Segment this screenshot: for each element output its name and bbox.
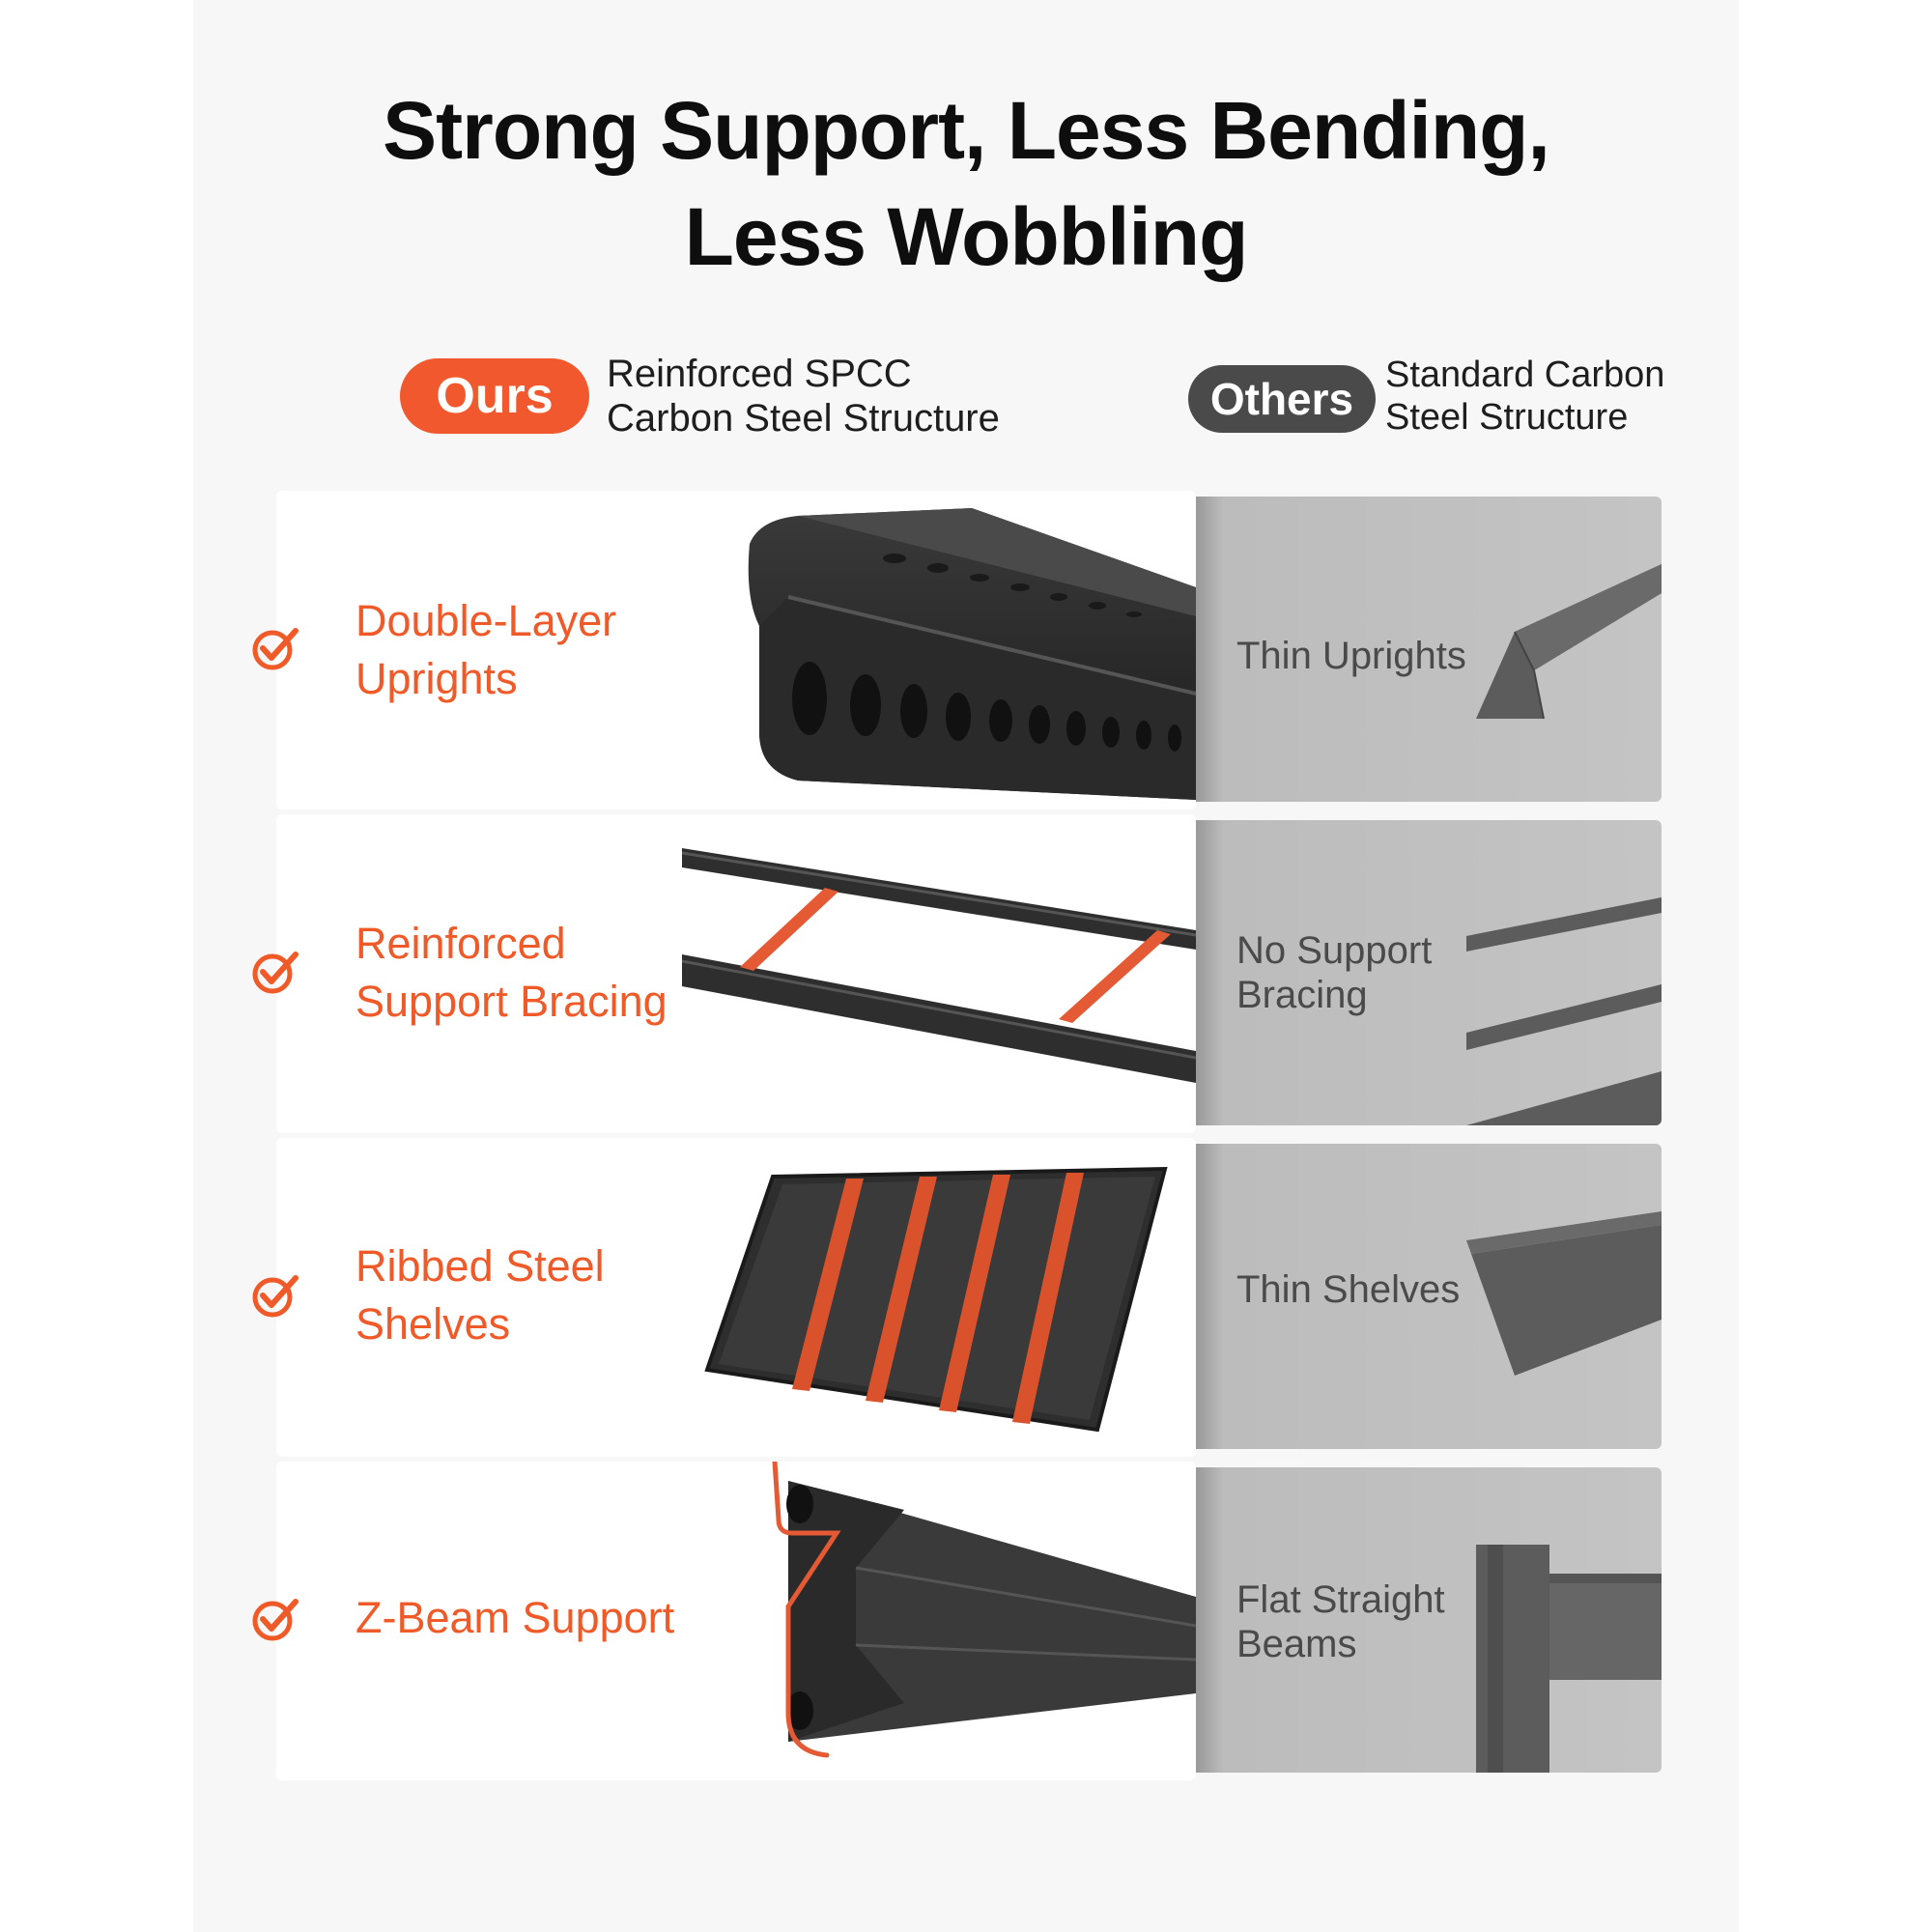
check-circle-icon — [252, 1275, 298, 1318]
z-beam-illustration — [772, 1462, 1196, 1758]
support-bracing-illustration — [682, 848, 1196, 1083]
others-line-1: Thin Shelves — [1236, 1268, 1461, 1311]
title-line-1: Strong Support, Less Bending, — [383, 85, 1550, 176]
feature-line-2: Support Bracing — [355, 977, 668, 1026]
comparison-row-bracing: Reinforced Support Bracing No Support Br… — [0, 814, 1932, 1133]
ours-card — [276, 814, 1196, 1133]
thin-upright-illustration — [1476, 564, 1662, 720]
comparison-row-uprights: Double-Layer Uprights Thin Uprights — [0, 491, 1932, 810]
others-label: No Support Bracing — [1236, 928, 1432, 1017]
feature-label: Reinforced Support Bracing — [355, 915, 668, 1031]
feature-label: Double-Layer Uprights — [355, 592, 616, 708]
others-line-2: Bracing — [1236, 974, 1368, 1016]
others-label: Flat Straight Beams — [1236, 1577, 1445, 1666]
others-badge: Others — [1188, 365, 1376, 433]
others-legend-line-2: Steel Structure — [1385, 397, 1629, 438]
check-circle-icon — [252, 1599, 298, 1641]
others-card — [1196, 1144, 1662, 1449]
check-circle-icon — [252, 628, 298, 670]
others-label: Thin Shelves — [1236, 1267, 1460, 1312]
ours-card — [276, 491, 1196, 810]
feature-label: Ribbed Steel Shelves — [355, 1237, 605, 1353]
others-line-1: No Support — [1236, 929, 1433, 972]
ours-legend-line-2: Carbon Steel Structure — [607, 397, 1000, 440]
page-title: Strong Support, Less Bending, Less Wobbl… — [0, 77, 1932, 290]
others-card — [1196, 497, 1662, 802]
double-layer-upright-illustration — [748, 508, 1196, 800]
feature-line-2: Uprights — [355, 654, 518, 703]
ours-badge: Ours — [400, 358, 589, 434]
feature-line-1: Z-Beam Support — [355, 1593, 675, 1642]
ribbed-shelf-illustration — [704, 1166, 1168, 1433]
ours-legend: Reinforced SPCC Carbon Steel Structure — [607, 352, 1000, 440]
thin-shelf-illustration — [1466, 1211, 1662, 1376]
feature-line-1: Ribbed Steel — [355, 1241, 605, 1291]
comparison-row-shelves: Ribbed Steel Shelves Thin Shelves — [0, 1138, 1932, 1457]
no-bracing-illustration — [1466, 897, 1662, 1125]
others-card — [1196, 1467, 1662, 1773]
ours-legend-line-1: Reinforced SPCC — [607, 353, 912, 395]
others-legend-line-1: Standard Carbon — [1385, 355, 1665, 395]
feature-line-1: Reinforced — [355, 919, 566, 968]
ours-card — [276, 1138, 1196, 1457]
others-line-1: Thin Uprights — [1236, 635, 1466, 677]
others-line-2: Beams — [1236, 1623, 1357, 1665]
feature-line-2: Shelves — [355, 1299, 511, 1349]
others-label: Thin Uprights — [1236, 634, 1466, 678]
comparison-row-beams: Z-Beam Support Flat Straight Beams — [0, 1462, 1932, 1780]
title-line-2: Less Wobbling — [684, 191, 1249, 282]
feature-label: Z-Beam Support — [355, 1589, 674, 1647]
feature-line-1: Double-Layer — [355, 596, 617, 645]
check-circle-icon — [252, 952, 298, 994]
others-legend: Standard Carbon Steel Structure — [1385, 354, 1664, 439]
ours-card — [276, 1462, 1196, 1780]
others-line-1: Flat Straight — [1236, 1578, 1445, 1621]
others-card — [1196, 820, 1662, 1125]
flat-beam-illustration — [1476, 1545, 1662, 1773]
